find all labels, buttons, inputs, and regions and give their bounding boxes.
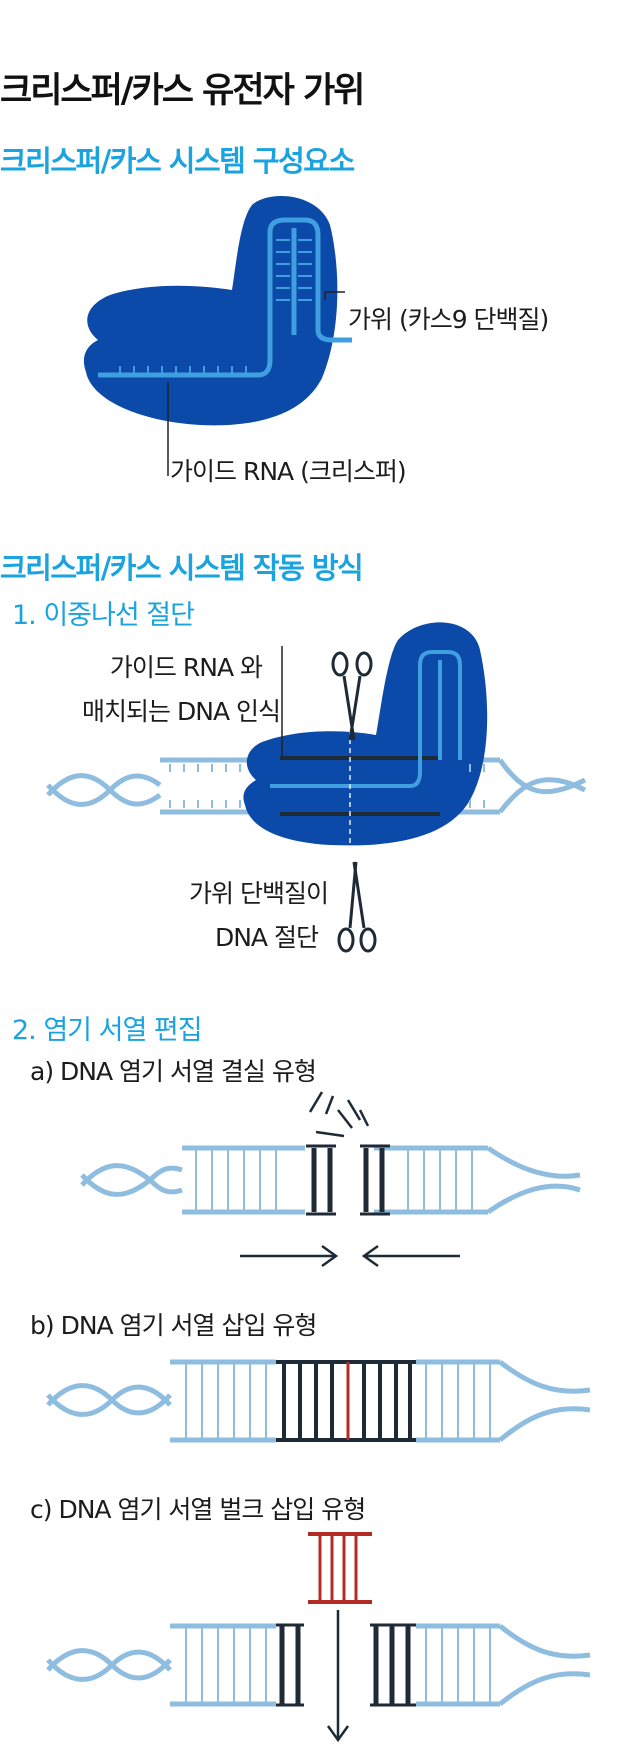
deletion-cut-ends: [306, 1144, 390, 1216]
rna-base-ticks: [119, 239, 312, 375]
cas9-protein-shape: [83, 196, 338, 426]
components-heading: 크리스퍼/카스 시스템 구성요소: [0, 144, 355, 178]
bulk-inserted-segment: [308, 1532, 372, 1604]
insertion-type-label: b) DNA 염기 서열 삽입 유형: [30, 1311, 317, 1340]
matched-dna-segment: [280, 756, 440, 816]
scissors-protein-label: 가위 (카스9 단백질): [348, 305, 549, 334]
guide-rna-label: 가이드 RNA (크리스퍼): [170, 457, 407, 486]
scissors-bottom-icon: [337, 861, 377, 953]
page-title: 크리스퍼/카스 유전자 가위: [0, 71, 365, 111]
mechanism-heading: 크리스퍼/카스 시스템 작동 방식: [0, 551, 364, 585]
scissors-top-icon: [331, 651, 373, 741]
bulk-insertion-type-label: c) DNA 염기 서열 벌크 삽입 유형: [30, 1495, 366, 1524]
insertion-edited-segment: [276, 1360, 416, 1442]
cut-label-line1: 가위 단백질이: [189, 879, 329, 908]
recognize-label-line1: 가이드 RNA 와: [109, 653, 263, 682]
deleted-fragments: [308, 1091, 370, 1138]
bulk-cut-ends: [276, 1623, 416, 1707]
guide-rna-strand: [98, 217, 352, 378]
deletion-arrows: [240, 1244, 460, 1268]
bulk-insert-arrow: [326, 1610, 350, 1743]
bulk-dna-helix: [46, 1623, 591, 1707]
insertion-base-pairs: [185, 1362, 491, 1440]
deletion-base-pairs: [195, 1148, 473, 1212]
deletion-type-label: a) DNA 염기 서열 결실 유형: [30, 1057, 317, 1086]
recognize-label-line2: 매치되는 DNA 인식: [82, 697, 281, 726]
cas9-protein-on-dna: [243, 622, 488, 846]
dna-helix-left-1: [46, 773, 162, 807]
dna-helix-right-1: [497, 758, 587, 814]
component-leader-lines: [167, 291, 345, 476]
insertion-dna-helix: [46, 1359, 591, 1443]
step1-title: 1. 이중나선 절단: [12, 600, 195, 631]
bulk-base-pairs: [185, 1626, 491, 1704]
dna-base-ticks-1: [169, 764, 485, 808]
step2-title: 2. 염기 서열 편집: [12, 1015, 203, 1046]
cut-label-line2: DNA 절단: [214, 923, 319, 952]
guide-rna-on-dna: [270, 650, 462, 788]
